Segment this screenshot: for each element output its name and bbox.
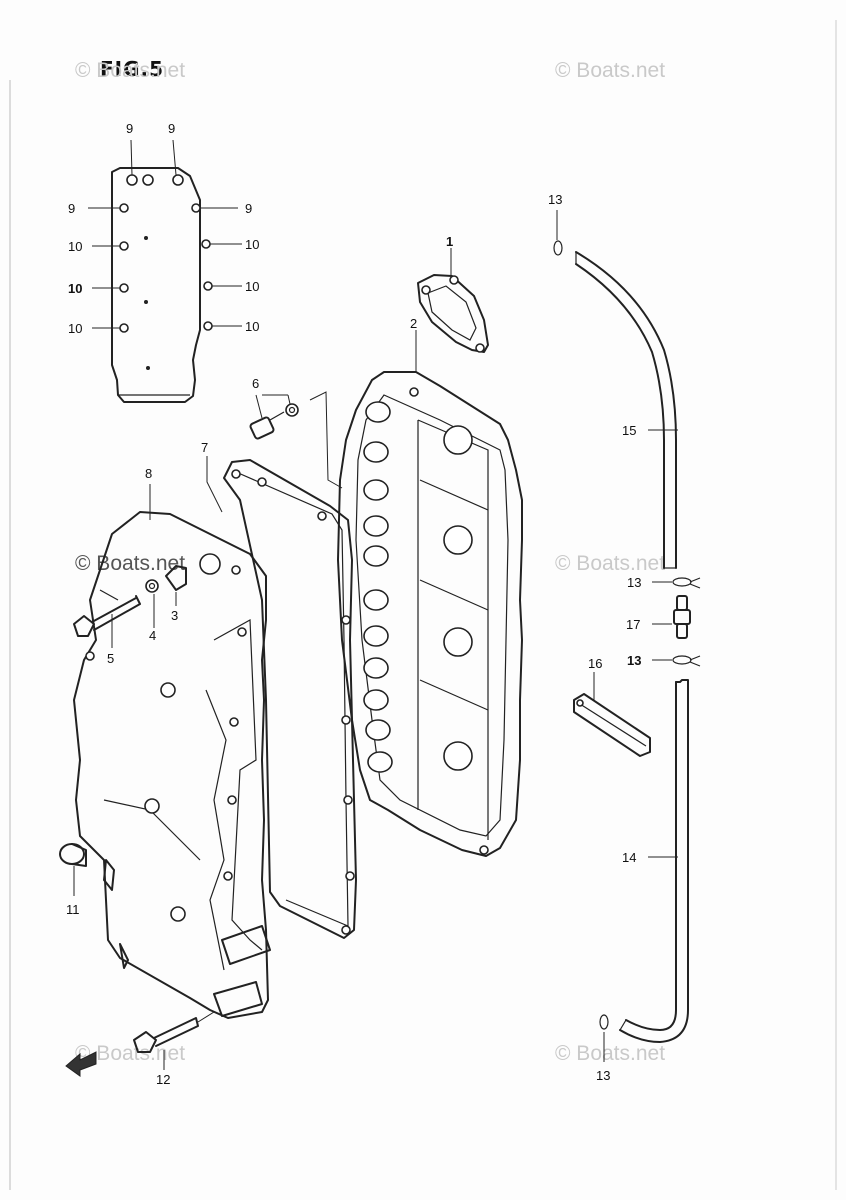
part-11-plug: [59, 843, 87, 867]
callout-13-d: 13: [596, 1068, 610, 1083]
watermark-bottom-right: © Boats.net: [555, 1042, 665, 1065]
part-13-clip-top: [553, 240, 563, 256]
leader-6: [255, 391, 343, 489]
part-7-gasket: [223, 459, 357, 939]
callout-13-a: 13: [548, 192, 562, 207]
leaders-9-10: [88, 139, 242, 329]
callout-16: 16: [588, 656, 602, 671]
callout-15: 15: [622, 423, 636, 438]
callout-12: 12: [156, 1072, 170, 1087]
callout-14: 14: [622, 850, 636, 865]
part-6-bolt-washer: [249, 403, 299, 440]
part-4-washer: [145, 579, 159, 593]
callout-7: 7: [201, 440, 208, 455]
part-2-head-cover: [337, 371, 523, 857]
figure-title: FIG.5: [100, 57, 164, 81]
callout-1: 1: [446, 234, 453, 249]
callout-3: 3: [171, 608, 178, 623]
callout-6: 6: [252, 376, 259, 391]
callout-10-d: 10: [245, 279, 259, 294]
callout-10-e: 10: [68, 321, 82, 336]
part-3-grommet: [165, 565, 187, 591]
fwd-arrow-icon: [65, 1051, 97, 1077]
callout-10-b: 10: [245, 237, 259, 252]
callout-13-b: 13: [627, 575, 641, 590]
callout-9-d: 9: [245, 201, 252, 216]
part-1-gasket: [417, 274, 489, 353]
part-13-clip-upper: [672, 577, 701, 589]
part-14-hose-lower: [619, 679, 689, 1043]
leader-7: [206, 456, 223, 513]
part-gasket-top-left: [111, 167, 213, 403]
watermark-bottom-left: © Boats.net: [75, 1042, 185, 1065]
part-8-cover-plate: [73, 511, 271, 1019]
callout-8: 8: [145, 466, 152, 481]
part-13-clip-bottom: [599, 1014, 609, 1030]
part-15-hose-upper: [575, 251, 677, 569]
callout-10-f: 10: [245, 319, 259, 334]
callout-11: 11: [66, 902, 80, 917]
watermark-mid-left: © Boats.net: [75, 552, 185, 575]
part-16-bracket: [573, 693, 651, 757]
callout-10-a: 10: [68, 239, 82, 254]
watermark-top-left: © Boats.net: [75, 59, 185, 82]
watermark-top-right: © Boats.net: [555, 59, 665, 82]
callout-9-c: 9: [68, 201, 75, 216]
part-13-clip-lower: [672, 655, 701, 667]
callout-9-b: 9: [168, 121, 175, 136]
callout-2: 2: [410, 316, 417, 331]
callout-10-c: 10: [68, 281, 82, 296]
watermark-mid-right: © Boats.net: [555, 552, 665, 575]
callout-13-c: 13: [627, 653, 641, 668]
callout-9-a: 9: [126, 121, 133, 136]
callout-5: 5: [107, 651, 114, 666]
part-12-bolt: [133, 1011, 215, 1053]
part-5-bolt: [73, 595, 141, 637]
part-17-connector: [673, 595, 691, 639]
callout-4: 4: [149, 628, 156, 643]
callout-17: 17: [626, 617, 640, 632]
